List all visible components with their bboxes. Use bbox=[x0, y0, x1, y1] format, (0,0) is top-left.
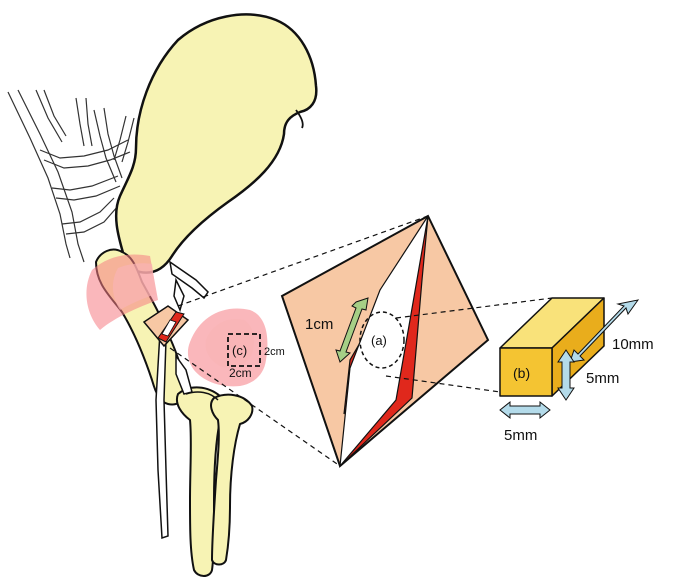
width-arrow bbox=[500, 402, 550, 418]
block-width-label: 5mm bbox=[504, 427, 537, 444]
fibula-bone bbox=[211, 395, 252, 565]
incision-length-label: 1cm bbox=[305, 316, 333, 333]
block-height-label: 5mm bbox=[586, 370, 619, 387]
region-c-width-label: 2cm bbox=[264, 346, 285, 358]
pelvis-bone bbox=[116, 14, 316, 272]
nerve-branches bbox=[8, 90, 134, 262]
region-c-label: (c) bbox=[232, 343, 247, 358]
region-a-label: (a) bbox=[371, 333, 387, 348]
region-b-label: (b) bbox=[513, 365, 530, 381]
region-c-height-label: 2cm bbox=[229, 366, 252, 380]
block-length-label: 10mm bbox=[612, 336, 654, 353]
